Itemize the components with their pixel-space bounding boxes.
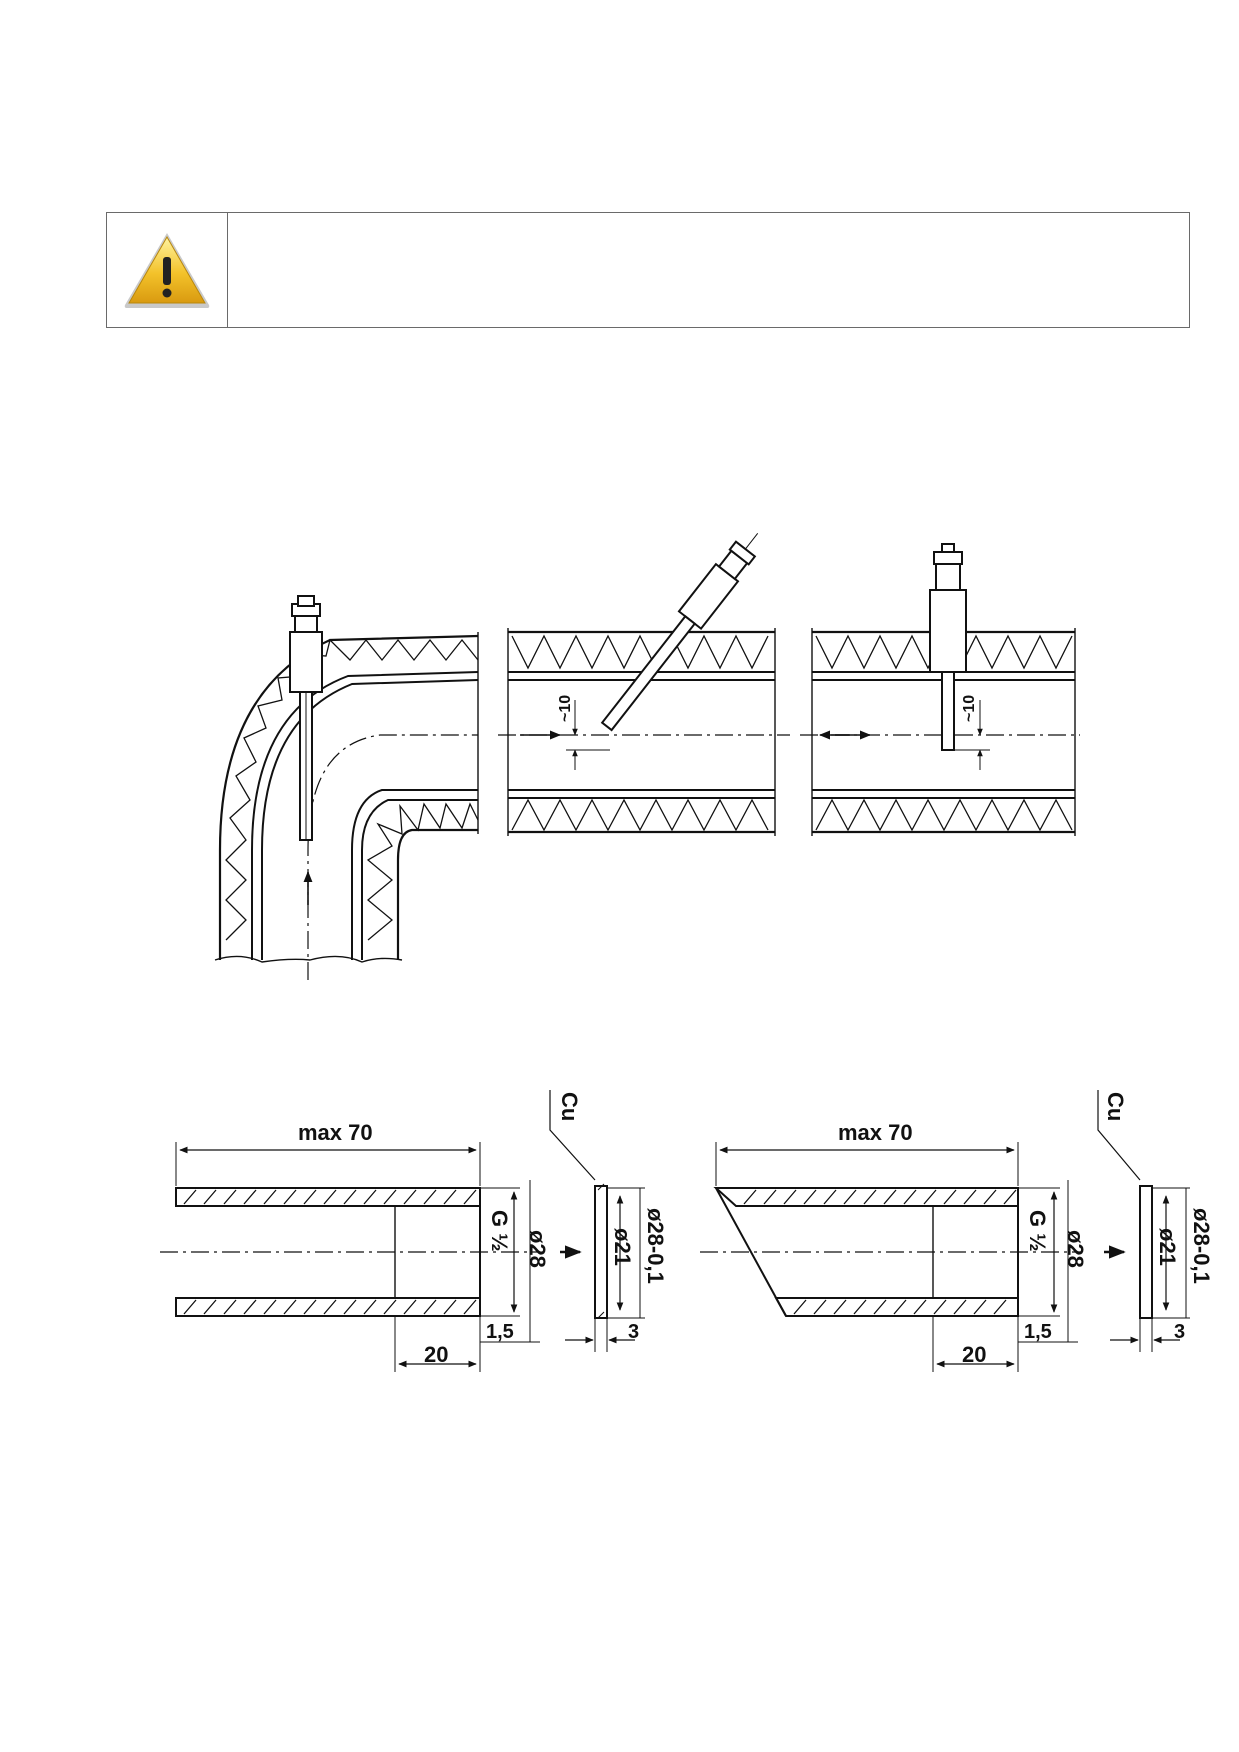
thread-depth-label-right: 20 — [962, 1342, 986, 1367]
depth-dimension-label: ~10 — [557, 695, 574, 722]
outer-diameter-label: ø28 — [525, 1230, 550, 1268]
straight-pipe-angled-sensor — [498, 533, 790, 836]
inner-diameter-label: ø21 — [610, 1228, 635, 1266]
warning-triangle-icon — [124, 233, 210, 308]
flange-label: 1,5 — [486, 1321, 514, 1343]
washer-label: 3 — [628, 1321, 639, 1343]
depth-dimension-label-right: ~10 — [961, 695, 978, 722]
welding-socket-beveled — [700, 1090, 1190, 1372]
tolerance-label-right: ø28-0,1 — [1189, 1208, 1214, 1284]
welding-socket-straight — [160, 1090, 645, 1372]
thread-depth-label: 20 — [424, 1342, 448, 1367]
material-label-right: Cu — [1103, 1092, 1128, 1121]
thread-label-right: G ½ — [1025, 1210, 1050, 1252]
length-label: max 70 — [298, 1120, 373, 1145]
length-label-right: max 70 — [838, 1120, 913, 1145]
material-label: Cu — [557, 1092, 582, 1121]
washer-label-right: 3 — [1174, 1321, 1185, 1343]
warning-icon-cell — [107, 213, 228, 327]
outer-diameter-label-right: ø28 — [1063, 1230, 1088, 1268]
flange-label-right: 1,5 — [1024, 1321, 1052, 1343]
straight-pipe-vertical-sensor — [800, 543, 1080, 836]
elbow-pipe-installation — [214, 595, 479, 980]
thread-label: G ½ — [487, 1210, 512, 1252]
inner-diameter-label-right: ø21 — [1155, 1228, 1180, 1266]
warning-notice — [106, 212, 1190, 328]
tolerance-label: ø28-0,1 — [643, 1208, 668, 1284]
